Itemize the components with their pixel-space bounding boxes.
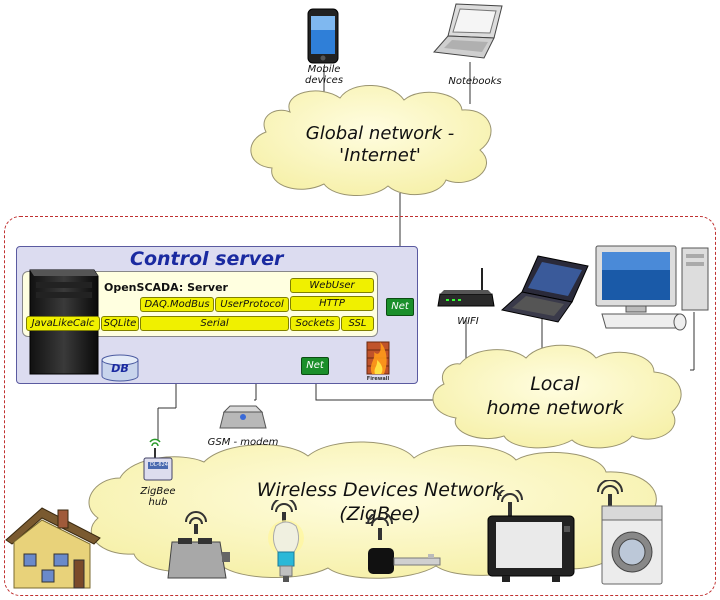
control-server-title: Control server bbox=[130, 248, 284, 270]
module-sqlite: SQLite bbox=[101, 316, 139, 331]
module-user-protocol: UserProtocol bbox=[215, 297, 289, 312]
wifi-router-icon bbox=[437, 268, 495, 307]
firewall-icon bbox=[366, 341, 390, 375]
internet-label: Global network - 'Internet' bbox=[290, 123, 470, 167]
gsm-modem-icon bbox=[219, 405, 267, 429]
wireless-label-line2: (ZigBee) bbox=[339, 503, 421, 525]
desktop-pc-icon bbox=[595, 245, 709, 331]
net-module-bottom: Net bbox=[301, 357, 329, 375]
zigbee-hub-label-line2: hub bbox=[148, 497, 168, 508]
module-sockets: Sockets bbox=[290, 316, 340, 331]
wireless-label-line1: Wireless Devices Network bbox=[256, 479, 504, 501]
laptop-icon bbox=[500, 255, 589, 323]
local-label-line2: home network bbox=[486, 397, 624, 419]
key-icon bbox=[367, 514, 441, 574]
wireless-network-label: Wireless Devices Network (ZigBee) bbox=[220, 478, 540, 526]
local-label-line1: Local bbox=[530, 373, 580, 395]
local-network-cloud bbox=[432, 344, 682, 449]
mobile-devices-label: Mobile devices bbox=[296, 64, 352, 86]
tv-icon bbox=[487, 490, 575, 582]
module-javalikecalc: JavaLikeCalc bbox=[26, 316, 100, 331]
gsm-modem-label: GSM - modem bbox=[207, 437, 279, 448]
toaster-icon bbox=[167, 511, 230, 579]
net-module-top: Net bbox=[386, 298, 414, 316]
database-label: DB bbox=[111, 362, 129, 375]
internet-cloud bbox=[250, 85, 492, 197]
openscada-title: OpenSCADA: Server bbox=[104, 281, 228, 294]
notebooks-label: Notebooks bbox=[448, 76, 502, 87]
module-http: HTTP bbox=[290, 296, 374, 311]
internet-label-line1: Global network - bbox=[305, 123, 455, 144]
module-daq-modbus: DAQ.ModBus bbox=[140, 297, 214, 312]
module-webuser: WebUser bbox=[290, 278, 374, 293]
mobile-label-line1: Mobile bbox=[307, 64, 341, 75]
wifi-label: WIFI bbox=[457, 316, 479, 327]
firewall-label: Firewall bbox=[366, 376, 390, 382]
database-icon bbox=[101, 354, 139, 382]
module-ssl: SSL bbox=[341, 316, 374, 331]
home-boundary bbox=[4, 216, 716, 596]
zigbee-hub-icon bbox=[143, 438, 173, 481]
light-bulb-icon bbox=[268, 500, 304, 582]
local-network-label: Local home network bbox=[470, 372, 640, 420]
mobile-label-line2: devices bbox=[304, 75, 344, 86]
washing-machine-icon bbox=[597, 480, 663, 585]
mobile-phone-icon bbox=[307, 8, 339, 64]
notebook-icon bbox=[432, 3, 503, 59]
zigbee-hub-model: DL-624 bbox=[150, 462, 168, 468]
module-serial: Serial bbox=[140, 316, 289, 331]
zigbee-hub-label-line1: ZigBee bbox=[140, 486, 176, 497]
internet-label-line2: 'Internet' bbox=[339, 145, 421, 166]
zigbee-hub-label: ZigBee hub bbox=[136, 486, 180, 508]
house-icon bbox=[5, 507, 101, 589]
